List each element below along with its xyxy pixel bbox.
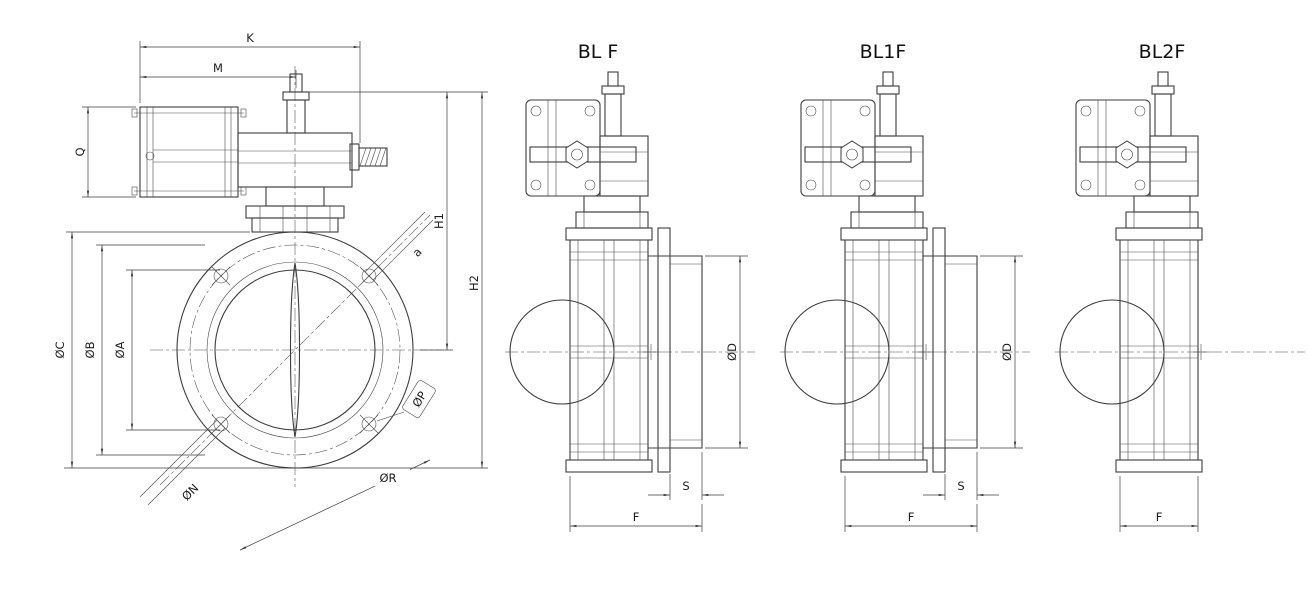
bl1f-dimensions: ØD S F bbox=[844, 255, 1023, 532]
dim-label-oa: ØA bbox=[113, 341, 127, 358]
dim-label-k: K bbox=[246, 31, 254, 45]
dim-label-f-bl2f: F bbox=[1156, 510, 1163, 524]
dim-label-on: ØN bbox=[179, 481, 201, 503]
disc-edge bbox=[289, 262, 301, 438]
dim-label-s-bl1f: S bbox=[957, 479, 964, 493]
valve-profile bbox=[504, 71, 756, 473]
dim-label-od-blf: ØD bbox=[725, 343, 739, 361]
view-title-bl2f: BL2F bbox=[1139, 41, 1186, 63]
flange-extension bbox=[922, 227, 978, 473]
dim-label-op: ØP bbox=[409, 389, 429, 410]
side-view-bl2f: BL2F F bbox=[1054, 41, 1306, 532]
dim-label-od-bl1f: ØD bbox=[1000, 343, 1014, 361]
dim-label-ob: ØB bbox=[83, 341, 97, 358]
view-title-bl1f: BL1F bbox=[860, 41, 907, 63]
dim-label-oc: ØC bbox=[53, 341, 67, 358]
dim-label-m: M bbox=[213, 61, 223, 75]
dim-label-h2: H2 bbox=[467, 275, 481, 291]
side-view-blf: BL F ØD S F bbox=[504, 41, 756, 532]
valve-profile bbox=[779, 71, 1031, 473]
pneumatic-cylinder bbox=[131, 106, 247, 198]
bl2f-dimensions: F bbox=[1119, 476, 1199, 532]
view-title-blf: BL F bbox=[578, 41, 619, 63]
centerlines bbox=[150, 66, 442, 487]
flange-extension bbox=[647, 227, 703, 473]
dim-label-q: Q bbox=[73, 147, 87, 156]
front-view: K M Q H1 H2 ØC bbox=[53, 31, 488, 551]
blf-dimensions: ØD S F bbox=[569, 255, 748, 532]
valve-profile bbox=[1054, 71, 1306, 473]
front-dimensions: K M Q H1 H2 ØC bbox=[53, 31, 488, 551]
op-label-box: ØP bbox=[402, 380, 436, 418]
dim-label-h1: H1 bbox=[432, 213, 446, 229]
threaded-stub bbox=[349, 143, 388, 171]
side-view-bl1f: BL1F ØD S F bbox=[779, 41, 1031, 532]
dim-label-or: ØR bbox=[379, 471, 396, 485]
dim-label-f-bl1f: F bbox=[908, 510, 915, 524]
dim-label-s-blf: S bbox=[682, 479, 689, 493]
dim-label-f-blf: F bbox=[633, 510, 640, 524]
bolt-holes bbox=[211, 266, 379, 434]
dim-label-a: a bbox=[410, 245, 425, 260]
